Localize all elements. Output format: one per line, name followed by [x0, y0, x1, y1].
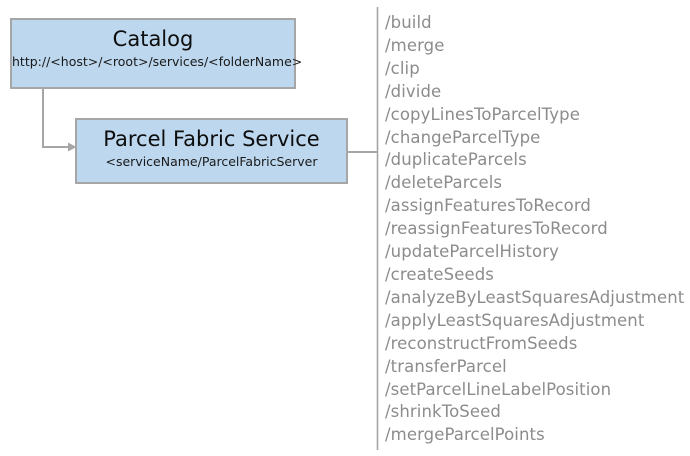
catalog-node-url: http://<host>/<root>/services/<folderNam…	[12, 54, 303, 70]
endpoint-item: /createSeeds	[385, 264, 494, 284]
catalog-node-title: Catalog	[112, 27, 194, 51]
endpoint-item: /reconstructFromSeeds	[385, 333, 578, 353]
endpoint-item: /copyLinesToParcelType	[385, 104, 580, 124]
endpoint-item: /changeParcelType	[385, 127, 541, 147]
endpoint-list: /build /merge /clip /divide /copyLinesTo…	[385, 12, 684, 447]
endpoint-item: /shrinkToSeed	[385, 402, 501, 422]
catalog-to-service-elbow-line	[42, 89, 68, 148]
endpoint-item: /setParcelLineLabelPosition	[385, 379, 612, 399]
parcel-fabric-service-node-url: <serviceName/ParcelFabricServer	[105, 154, 318, 170]
endpoint-item: /merge	[385, 35, 445, 55]
endpoint-item: /assignFeaturesToRecord	[385, 196, 592, 216]
endpoint-item: /reassignFeaturesToRecord	[385, 219, 608, 239]
parcel-fabric-service-node-title: Parcel Fabric Service	[103, 127, 320, 151]
endpoint-item: /mergeParcelPoints	[385, 425, 545, 445]
endpoint-item: /updateParcelHistory	[385, 242, 559, 262]
endpoint-item: /applyLeastSquaresAdjustment	[385, 310, 645, 330]
endpoint-item: /clip	[385, 58, 420, 78]
parcel-fabric-service-node: Parcel Fabric Service <serviceName/Parce…	[75, 118, 348, 184]
endpoint-item: /transferParcel	[385, 356, 507, 376]
endpoint-item: /divide	[385, 81, 442, 101]
endpoint-item: /build	[385, 13, 432, 32]
endpoint-item: /deleteParcels	[385, 173, 503, 193]
catalog-node: Catalog http://<host>/<root>/services/<f…	[10, 18, 303, 89]
endpoint-item: /duplicateParcels	[385, 150, 527, 170]
endpoint-item: /analyzeByLeastSquaresAdjustment	[385, 287, 685, 307]
